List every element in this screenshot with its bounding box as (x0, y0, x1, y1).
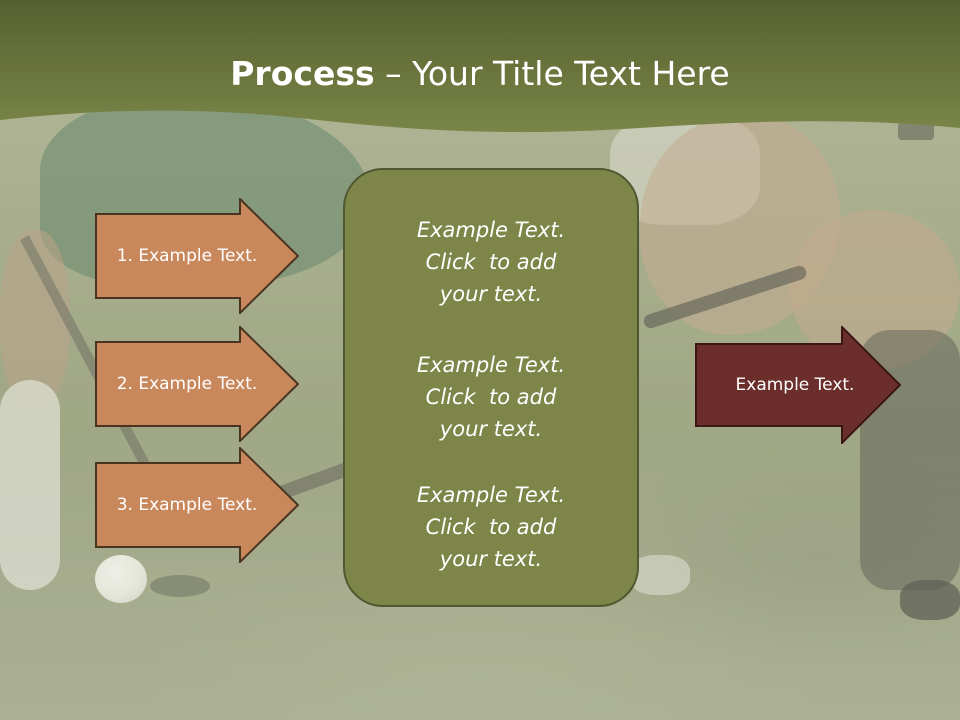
step-arrow-2-label: 2. Example Text. (116, 374, 258, 394)
background-photo-logo-patch (898, 122, 934, 140)
center-text-line: Example Text. (416, 353, 566, 377)
step-arrow-2[interactable]: 2. Example Text. (95, 326, 299, 442)
center-text-block-3: Example Text. Click to add your text. (345, 479, 637, 575)
center-text-line: Click to add (425, 250, 557, 274)
center-text-line: your text. (439, 547, 543, 571)
step-arrow-3[interactable]: 3. Example Text. (95, 447, 299, 563)
result-arrow[interactable]: Example Text. (695, 326, 901, 444)
header-wave-shape (0, 0, 960, 133)
center-text-line: your text. (439, 282, 543, 306)
header-band: Process – Your Title Text Here (0, 0, 960, 140)
step-arrow-1-label: 1. Example Text. (116, 246, 258, 266)
result-arrow-label: Example Text. (735, 375, 855, 395)
background-photo-shoe-mid (630, 555, 690, 595)
step-arrow-1-shape (95, 198, 299, 314)
center-text-line: Example Text. (416, 218, 566, 242)
center-text-line: Click to add (425, 515, 557, 539)
result-arrow-shape (695, 326, 901, 444)
slide-title-rest: – Your Title Text Here (374, 54, 730, 93)
step-arrow-3-label: 3. Example Text. (116, 495, 258, 515)
center-text-block-1: Example Text. Click to add your text. (345, 214, 637, 310)
background-photo-shoe (900, 580, 960, 620)
step-arrow-3-shape (95, 447, 299, 563)
center-text-line: Click to add (425, 385, 557, 409)
center-text-box[interactable]: Example Text. Click to add your text. Ex… (343, 168, 639, 607)
slide-title[interactable]: Process – Your Title Text Here (0, 52, 960, 96)
step-arrow-1[interactable]: 1. Example Text. (95, 198, 299, 314)
background-photo-ball-shadow (150, 575, 210, 597)
background-photo-player-sock (0, 380, 60, 590)
step-arrow-2-shape (95, 326, 299, 442)
slide-title-bold: Process (230, 54, 375, 93)
center-text-line: Example Text. (416, 483, 566, 507)
center-text-line: your text. (439, 417, 543, 441)
background-photo-ball (95, 555, 147, 603)
center-text-block-2: Example Text. Click to add your text. (345, 349, 637, 445)
